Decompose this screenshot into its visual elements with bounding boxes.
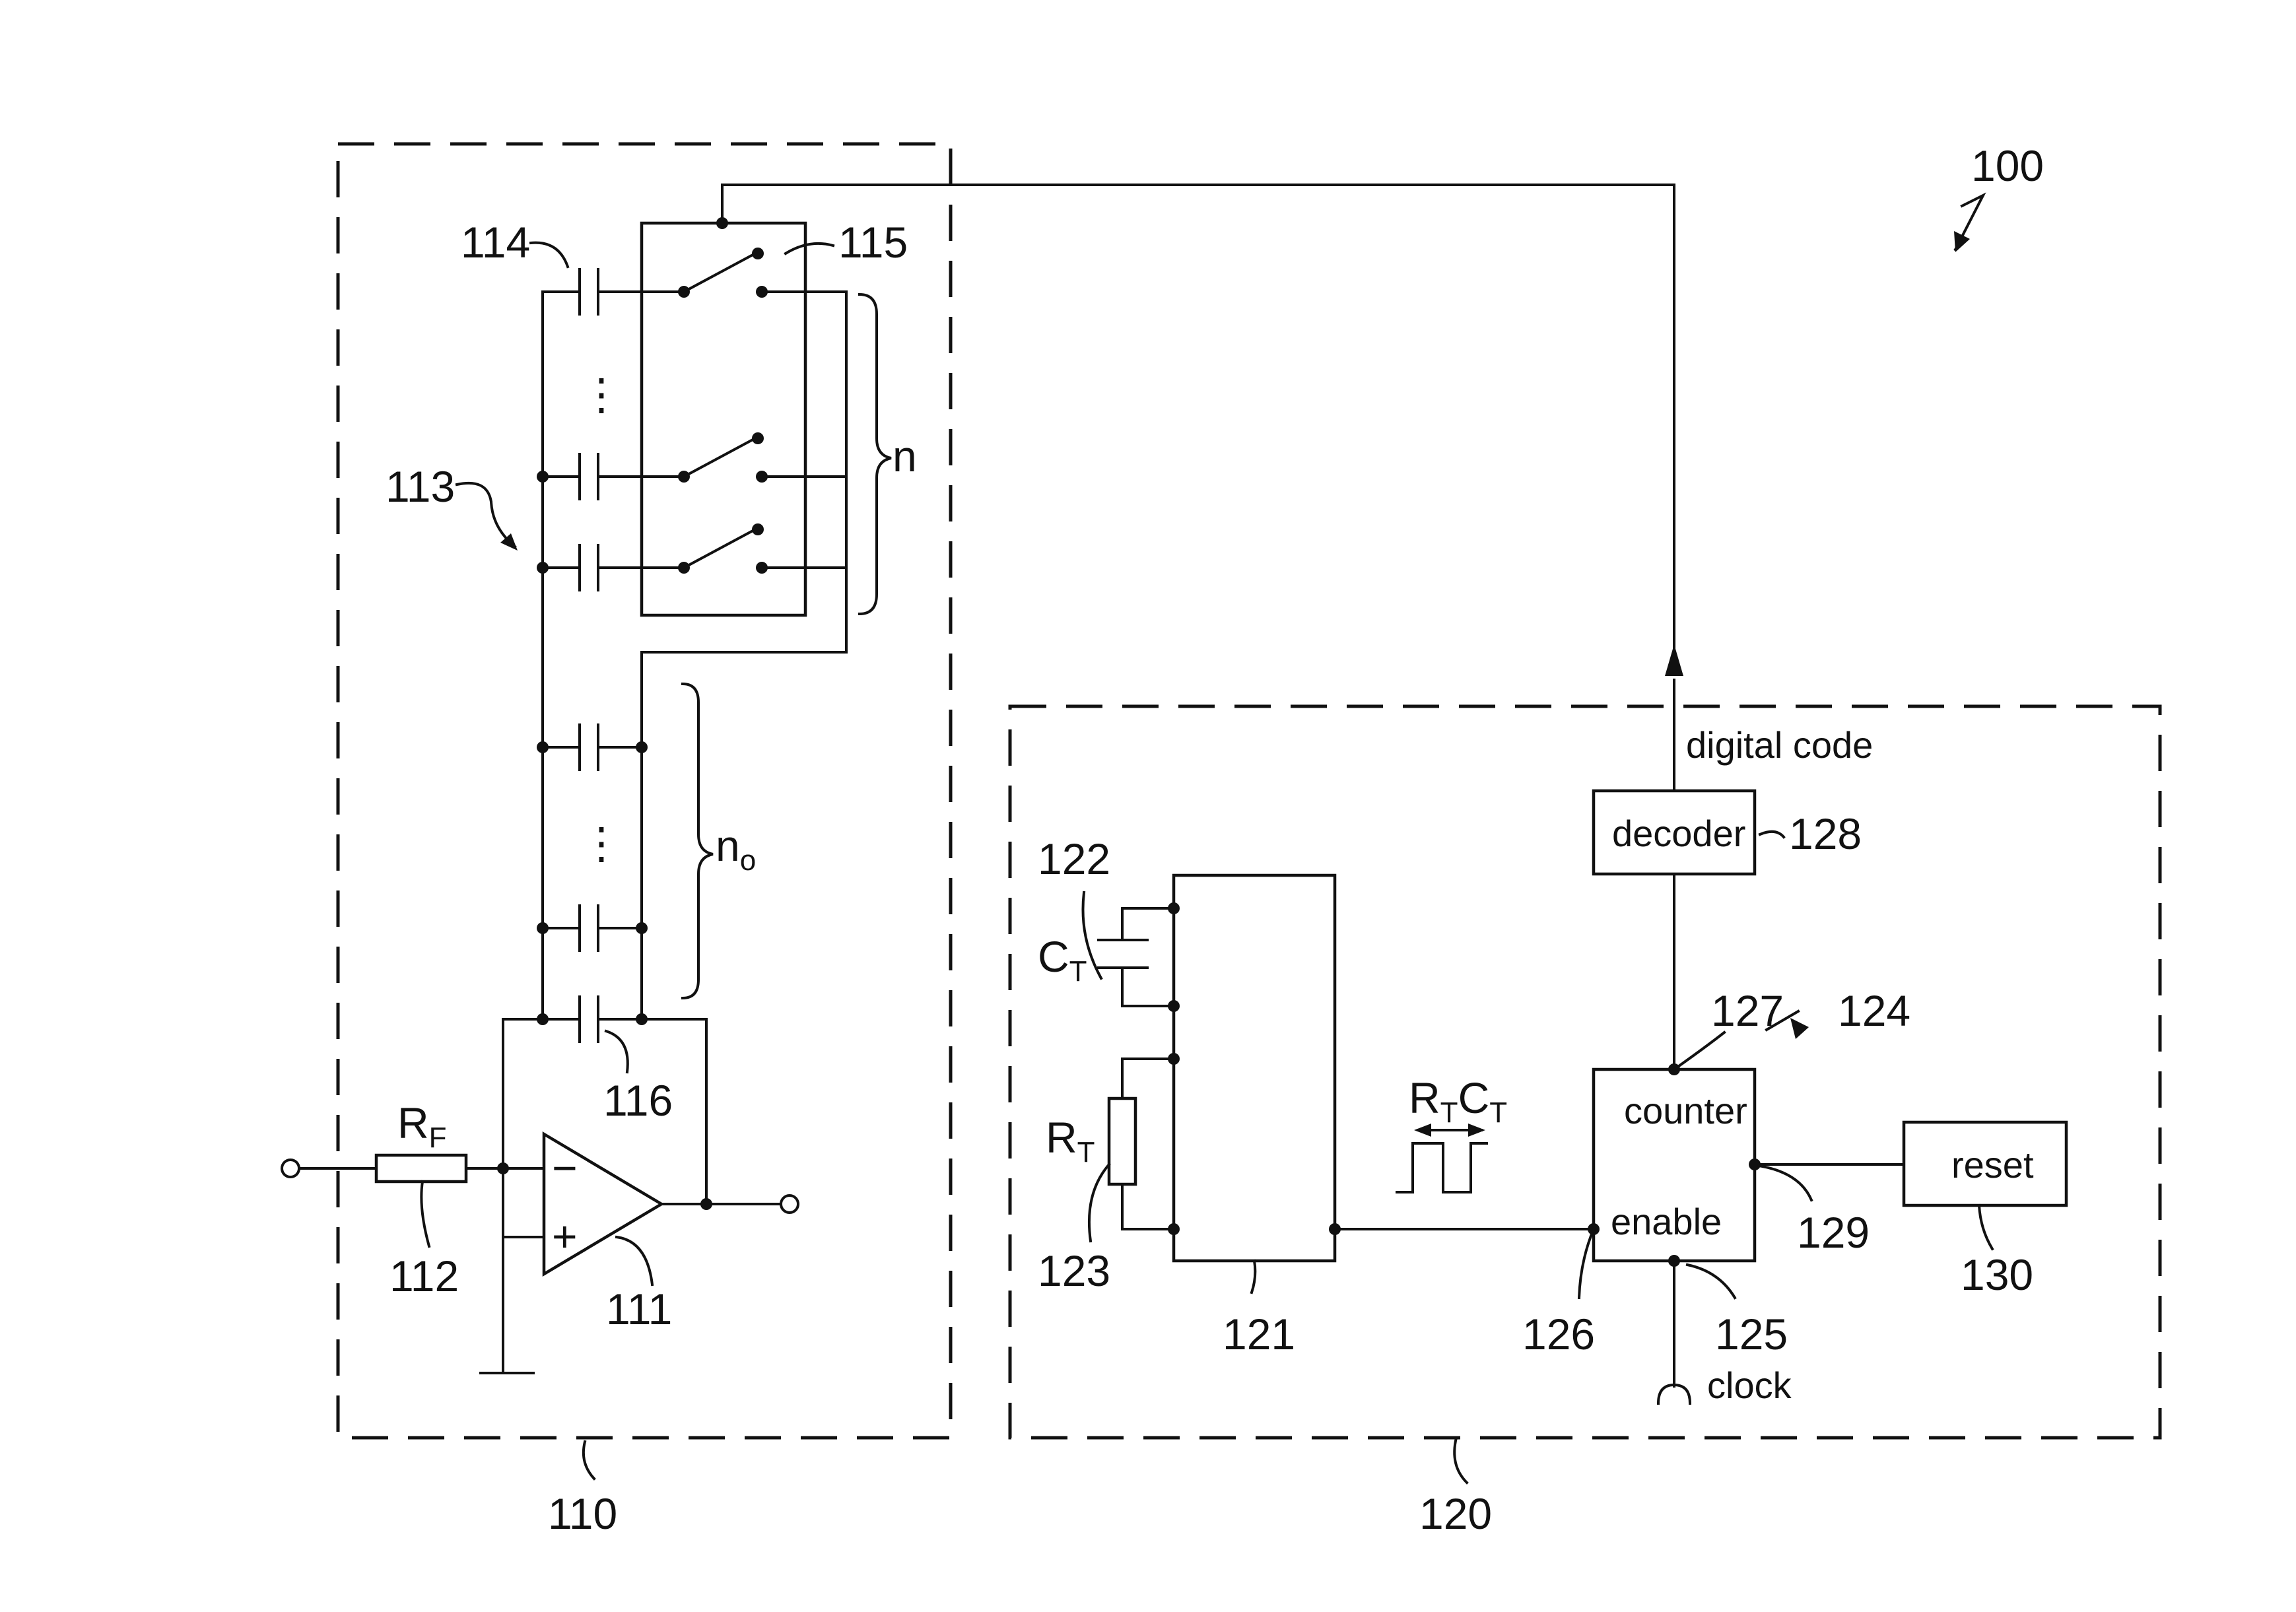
clock-symbol (1656, 1383, 1692, 1405)
switched-cap-row-1 (541, 248, 848, 316)
ref-130: 130 (1961, 1250, 2033, 1299)
ref-128: 128 (1789, 809, 1862, 858)
digital-code-label: digital code (1686, 724, 1873, 766)
fixed-cap-row-2 (537, 904, 648, 952)
rt-label: RT (1046, 1113, 1095, 1168)
fixed-cap-row-1 (537, 723, 648, 771)
ref-122: 122 (1038, 834, 1110, 883)
digital-code-arrow (1665, 644, 1683, 676)
ref-129: 129 (1797, 1208, 1870, 1257)
opamp-111 (542, 1131, 665, 1277)
resistor-rt (1107, 1096, 1137, 1186)
ref-112: 112 (389, 1252, 459, 1300)
ref-125: 125 (1715, 1310, 1788, 1359)
switch-bank (640, 221, 807, 617)
block-120-boundary (1008, 704, 2162, 1440)
measure-block (1097, 644, 2068, 1405)
block-110-boundary (336, 142, 953, 1440)
ref-126: 126 (1522, 1310, 1595, 1359)
reset-label: reset (1951, 1144, 2034, 1186)
input-terminal (281, 1159, 300, 1178)
ref-113: 113 (386, 462, 455, 511)
ref-124: 124 (1838, 986, 1910, 1035)
symbol-labels: RF CT RT RTCT n no digital code decoder … (397, 432, 2034, 1406)
reset-130 (1902, 1120, 2068, 1207)
clock-label: clock (1707, 1364, 1792, 1406)
ref-127: 127 (1711, 986, 1784, 1035)
tunable-block: ⋮ ⋮ − + (281, 184, 1675, 1374)
pulse-waveform (1396, 1142, 1488, 1193)
resistor-rf (374, 1153, 468, 1184)
ref-114: 114 (461, 218, 530, 267)
output-terminal (780, 1194, 799, 1214)
rtct-label: RTCT (1409, 1073, 1507, 1129)
opamp-minus: − (552, 1143, 578, 1192)
switched-cap-row-3 (537, 523, 848, 591)
ref-115: 115 (838, 218, 908, 267)
enable-label: enable (1611, 1201, 1722, 1242)
ref-100: 100 (1971, 141, 2044, 190)
n-label: n (893, 432, 917, 481)
ref-111: 111 (606, 1285, 672, 1333)
fixed-cap-116 (502, 995, 708, 1043)
n0-label: no (716, 821, 756, 877)
ref-120: 120 (1419, 1489, 1492, 1538)
brace-n0 (681, 682, 714, 1000)
ct-label: CT (1038, 932, 1087, 988)
ellipsis-upper: ⋮ (580, 370, 623, 419)
brace-n (858, 292, 892, 616)
leader-lines (420, 192, 1994, 1485)
counter-label: counter (1624, 1090, 1747, 1131)
ellipsis-lower: ⋮ (580, 819, 623, 867)
ref-110: 110 (548, 1489, 617, 1538)
timer-121 (1172, 873, 1337, 1263)
rf-label: RF (397, 1098, 447, 1154)
ref-116: 116 (603, 1076, 673, 1125)
decoder-label: decoder (1612, 813, 1745, 854)
switched-cap-row-2 (537, 432, 848, 500)
ref-123: 123 (1038, 1246, 1110, 1295)
opamp-plus: + (552, 1212, 578, 1261)
reference-numerals: 100 114 115 113 116 112 111 110 122 123 … (386, 141, 2044, 1538)
ref-121: 121 (1223, 1310, 1295, 1359)
